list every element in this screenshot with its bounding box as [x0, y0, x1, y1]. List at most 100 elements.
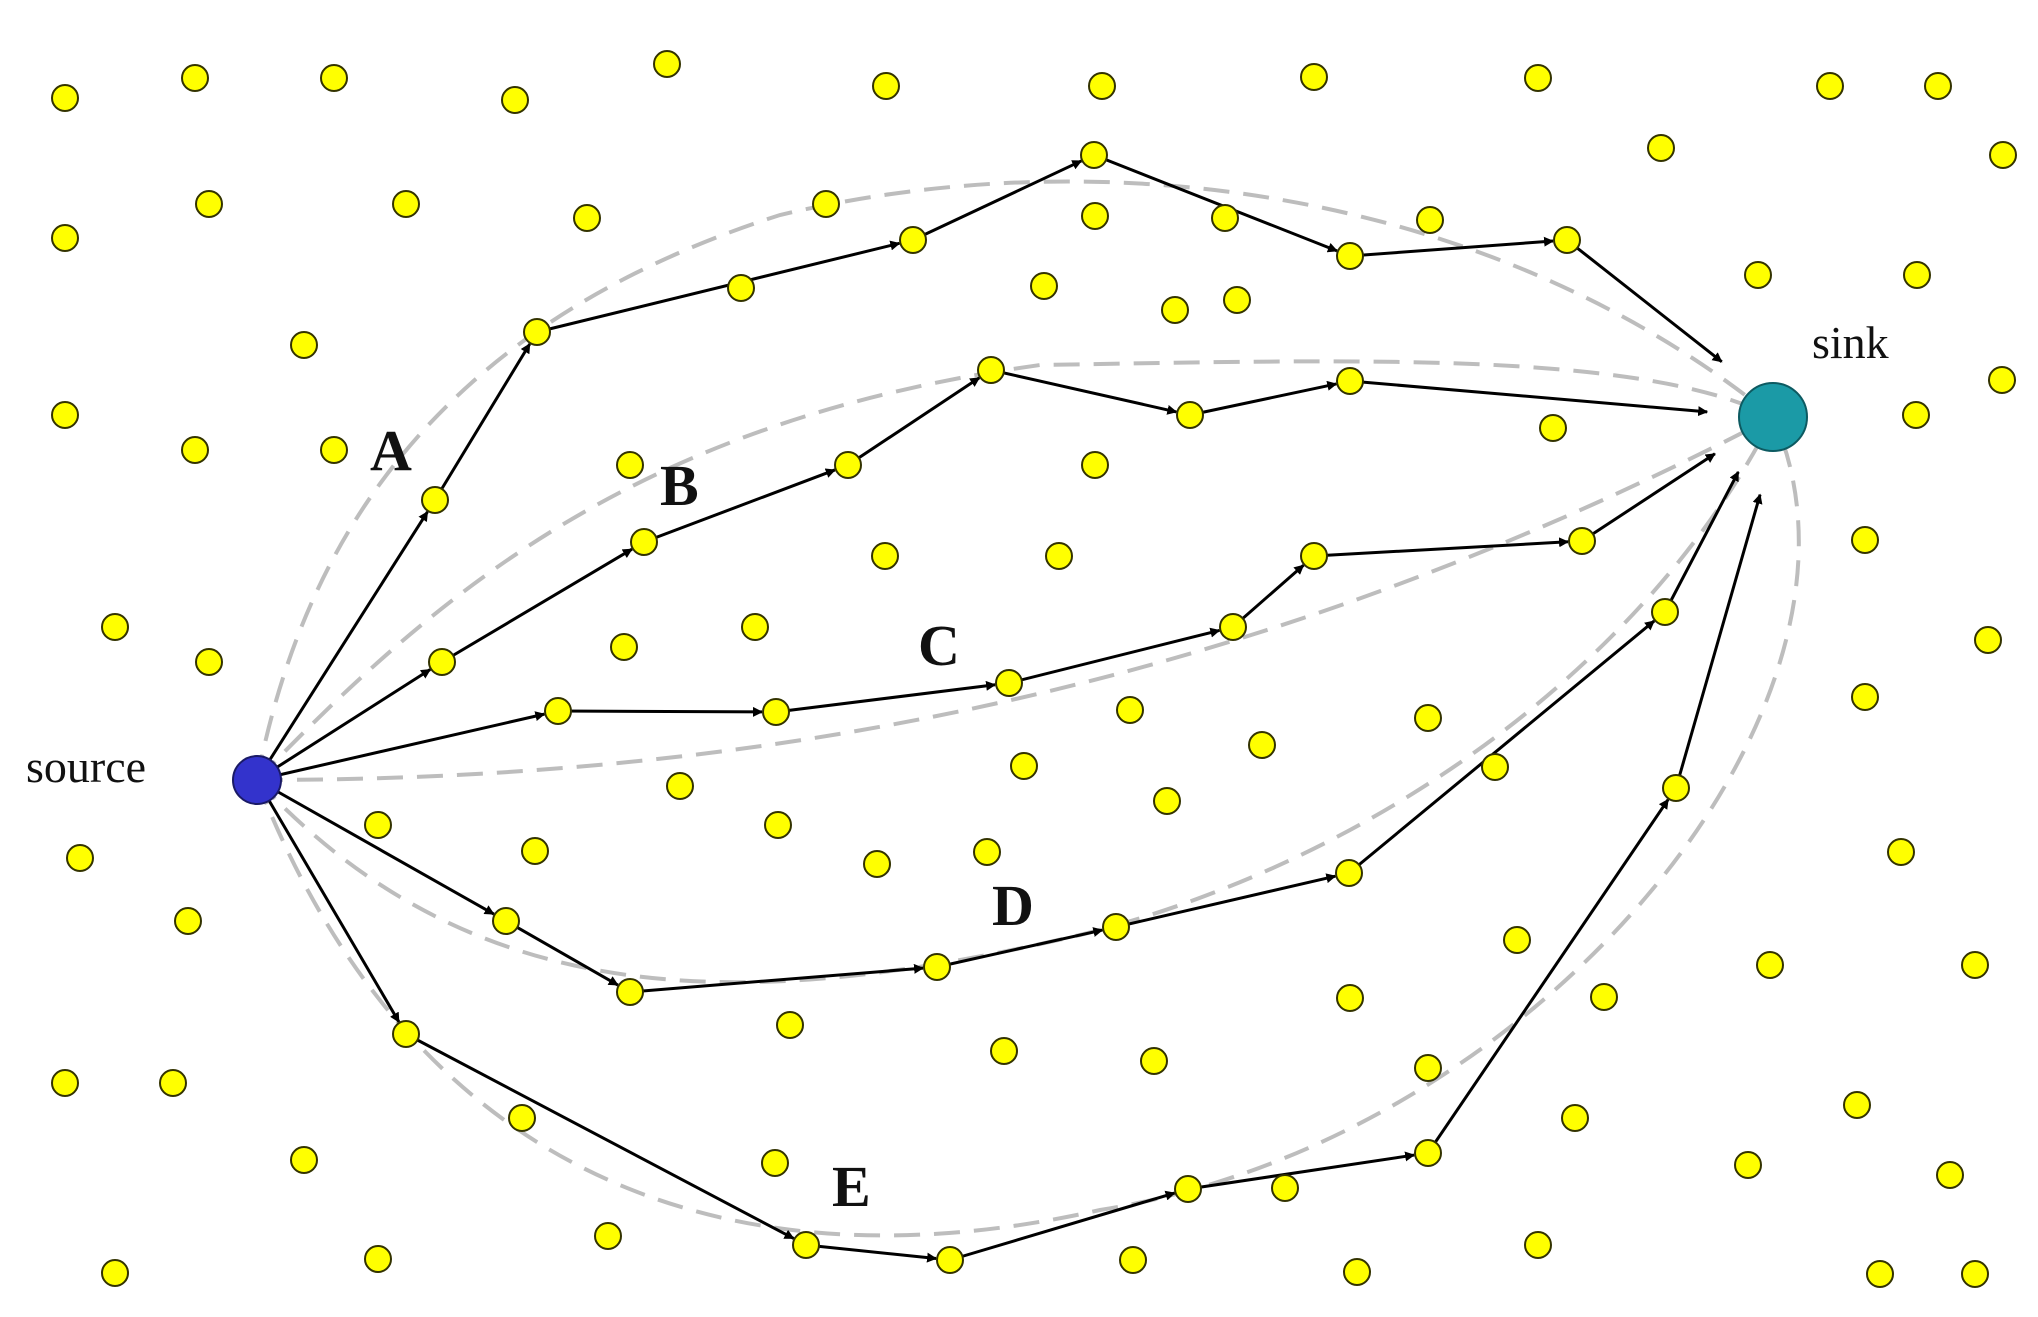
sensor-node	[1081, 202, 1109, 230]
sensor-node	[1414, 1139, 1442, 1167]
sensor-node	[1271, 1174, 1299, 1202]
sensor-node	[1335, 859, 1363, 887]
sensor-node-layer	[51, 50, 2017, 1288]
sensor-node	[1503, 926, 1531, 954]
sink-node	[1738, 382, 1808, 452]
sensor-node	[1174, 1175, 1202, 1203]
path-label-d: D	[992, 873, 1034, 938]
route-arrow-layer	[255, 153, 1763, 1263]
sensor-node	[1988, 366, 2016, 394]
sensor-node	[761, 1149, 789, 1177]
sensor-node	[573, 204, 601, 232]
sensor-node	[630, 528, 658, 556]
route-d-hop-4	[936, 927, 1104, 969]
sensor-node	[1153, 787, 1181, 815]
route-e-hop-6	[1426, 798, 1670, 1154]
sensor-node	[1223, 286, 1251, 314]
route-d-hop-1	[256, 778, 495, 916]
route-b-hop-4	[847, 376, 981, 467]
sensor-node	[653, 50, 681, 78]
sensor-node	[521, 837, 549, 865]
route-d-hop-6	[1348, 619, 1656, 875]
route-e-hop-2	[405, 1032, 795, 1240]
sensor-node	[1010, 752, 1038, 780]
sensor-node	[1662, 774, 1690, 802]
sensor-node	[1119, 1246, 1147, 1274]
route-c-hop-3	[775, 680, 997, 714]
sensor-node	[1851, 683, 1879, 711]
sensor-node	[1080, 141, 1108, 169]
sensor-node	[1989, 141, 2017, 169]
sensor-node	[101, 1259, 129, 1287]
sensor-node	[174, 907, 202, 935]
sensor-node	[923, 953, 951, 981]
sensor-node	[776, 1011, 804, 1039]
sensor-node	[899, 226, 927, 254]
sensor-node	[1336, 367, 1364, 395]
route-b-hop-7	[1349, 379, 1709, 417]
sensor-node	[290, 331, 318, 359]
sink-label: sink	[1812, 317, 1889, 368]
sensor-node	[1816, 72, 1844, 100]
sensor-node	[764, 811, 792, 839]
sensor-node	[51, 401, 79, 429]
route-b-hop-3	[643, 468, 836, 544]
route-e-hop-4	[949, 1190, 1176, 1262]
route-a-hop-6	[1349, 236, 1555, 258]
sensor-node	[741, 613, 769, 641]
route-d-hop-3	[629, 963, 925, 994]
sensor-node	[428, 648, 456, 676]
route-b-hop-1	[256, 668, 432, 782]
sensor-node	[1756, 951, 1784, 979]
sensor-node	[973, 838, 1001, 866]
sensor-node	[1961, 1260, 1989, 1288]
sensor-node	[834, 451, 862, 479]
sensor-node	[544, 697, 572, 725]
route-e-hop-1	[255, 779, 401, 1023]
sensor-node	[666, 772, 694, 800]
sensor-node	[1851, 526, 1879, 554]
sensor-node	[1343, 1258, 1371, 1286]
sensor-node	[392, 190, 420, 218]
path-label-e: E	[832, 1154, 871, 1219]
route-a-hop-2	[433, 343, 532, 501]
sensor-node	[610, 633, 638, 661]
sensor-node	[1336, 242, 1364, 270]
sensor-node	[792, 1231, 820, 1259]
sensor-node	[1088, 72, 1116, 100]
sensor-node	[812, 190, 840, 218]
sensor-node	[501, 86, 529, 114]
sensor-node	[616, 978, 644, 1006]
sensor-node	[1590, 983, 1618, 1011]
sensor-node	[320, 436, 348, 464]
source-node	[232, 755, 282, 805]
sensor-node	[1248, 731, 1276, 759]
sensor-node	[1300, 542, 1328, 570]
sensor-node	[1903, 261, 1931, 289]
route-e-hop-5	[1187, 1151, 1416, 1191]
dashed-guide-b	[255, 359, 1774, 782]
sensor-node	[871, 542, 899, 570]
path-label-a: A	[370, 418, 412, 483]
route-c-hop-5	[1232, 564, 1305, 629]
sensor-node	[995, 669, 1023, 697]
sensor-node	[594, 1222, 622, 1250]
route-e-hop-3	[805, 1243, 938, 1263]
sensor-node	[290, 1146, 318, 1174]
sensor-node	[936, 1246, 964, 1274]
route-a-hop-5	[1093, 153, 1338, 253]
route-b-hop-6	[1189, 380, 1338, 417]
sensor-node	[421, 486, 449, 514]
sensor-node	[1219, 613, 1247, 641]
route-c-hop-2	[557, 706, 764, 717]
sensor-node	[727, 274, 755, 302]
route-a-hop-3	[536, 240, 901, 334]
sensor-node	[1414, 1054, 1442, 1082]
sensor-node	[364, 1245, 392, 1273]
sensor-node	[1553, 226, 1581, 254]
route-c-hop-7	[1581, 452, 1716, 543]
sensor-node	[1539, 414, 1567, 442]
sensor-node	[1866, 1260, 1894, 1288]
sensor-node	[1081, 451, 1109, 479]
